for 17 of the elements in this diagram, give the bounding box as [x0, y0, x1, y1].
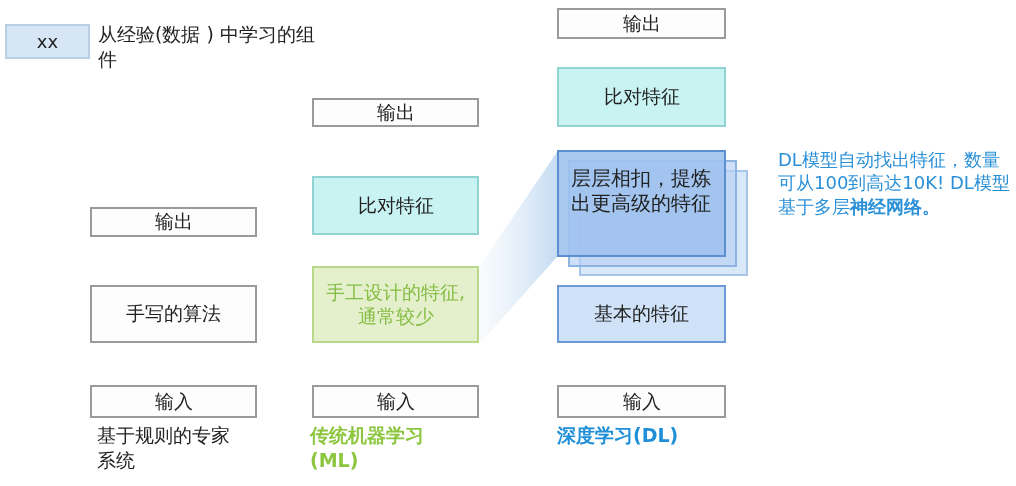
algorithm-box: 手写的算法 [90, 285, 257, 343]
output-box: 输出 [312, 98, 479, 127]
feature-box: 基本的特征 [557, 285, 726, 343]
input-box: 输入 [557, 385, 726, 418]
column-caption: 深度学习(DL) [557, 423, 680, 448]
column-caption: 基于规则的专家系统 [97, 423, 231, 473]
output-box: 输出 [557, 8, 726, 39]
note-text: DL模型自动找出特征，数量可从100到高达10K! DL模型基于多层神经网络。 [778, 148, 1010, 219]
feature-box: 手工设计的特征, 通常较少 [312, 266, 479, 343]
input-box: 输入 [90, 385, 257, 418]
legend-text: 从经验(数据 ) 中学习的组件 [98, 22, 316, 72]
legend-sample-text: xx [36, 31, 59, 52]
feature-box: 比对特征 [557, 67, 726, 127]
column-caption: 传统机器学习 (ML) [310, 423, 425, 473]
output-box: 输出 [90, 207, 257, 237]
feature-box: 比对特征 [312, 176, 479, 235]
input-box: 输入 [312, 385, 479, 418]
